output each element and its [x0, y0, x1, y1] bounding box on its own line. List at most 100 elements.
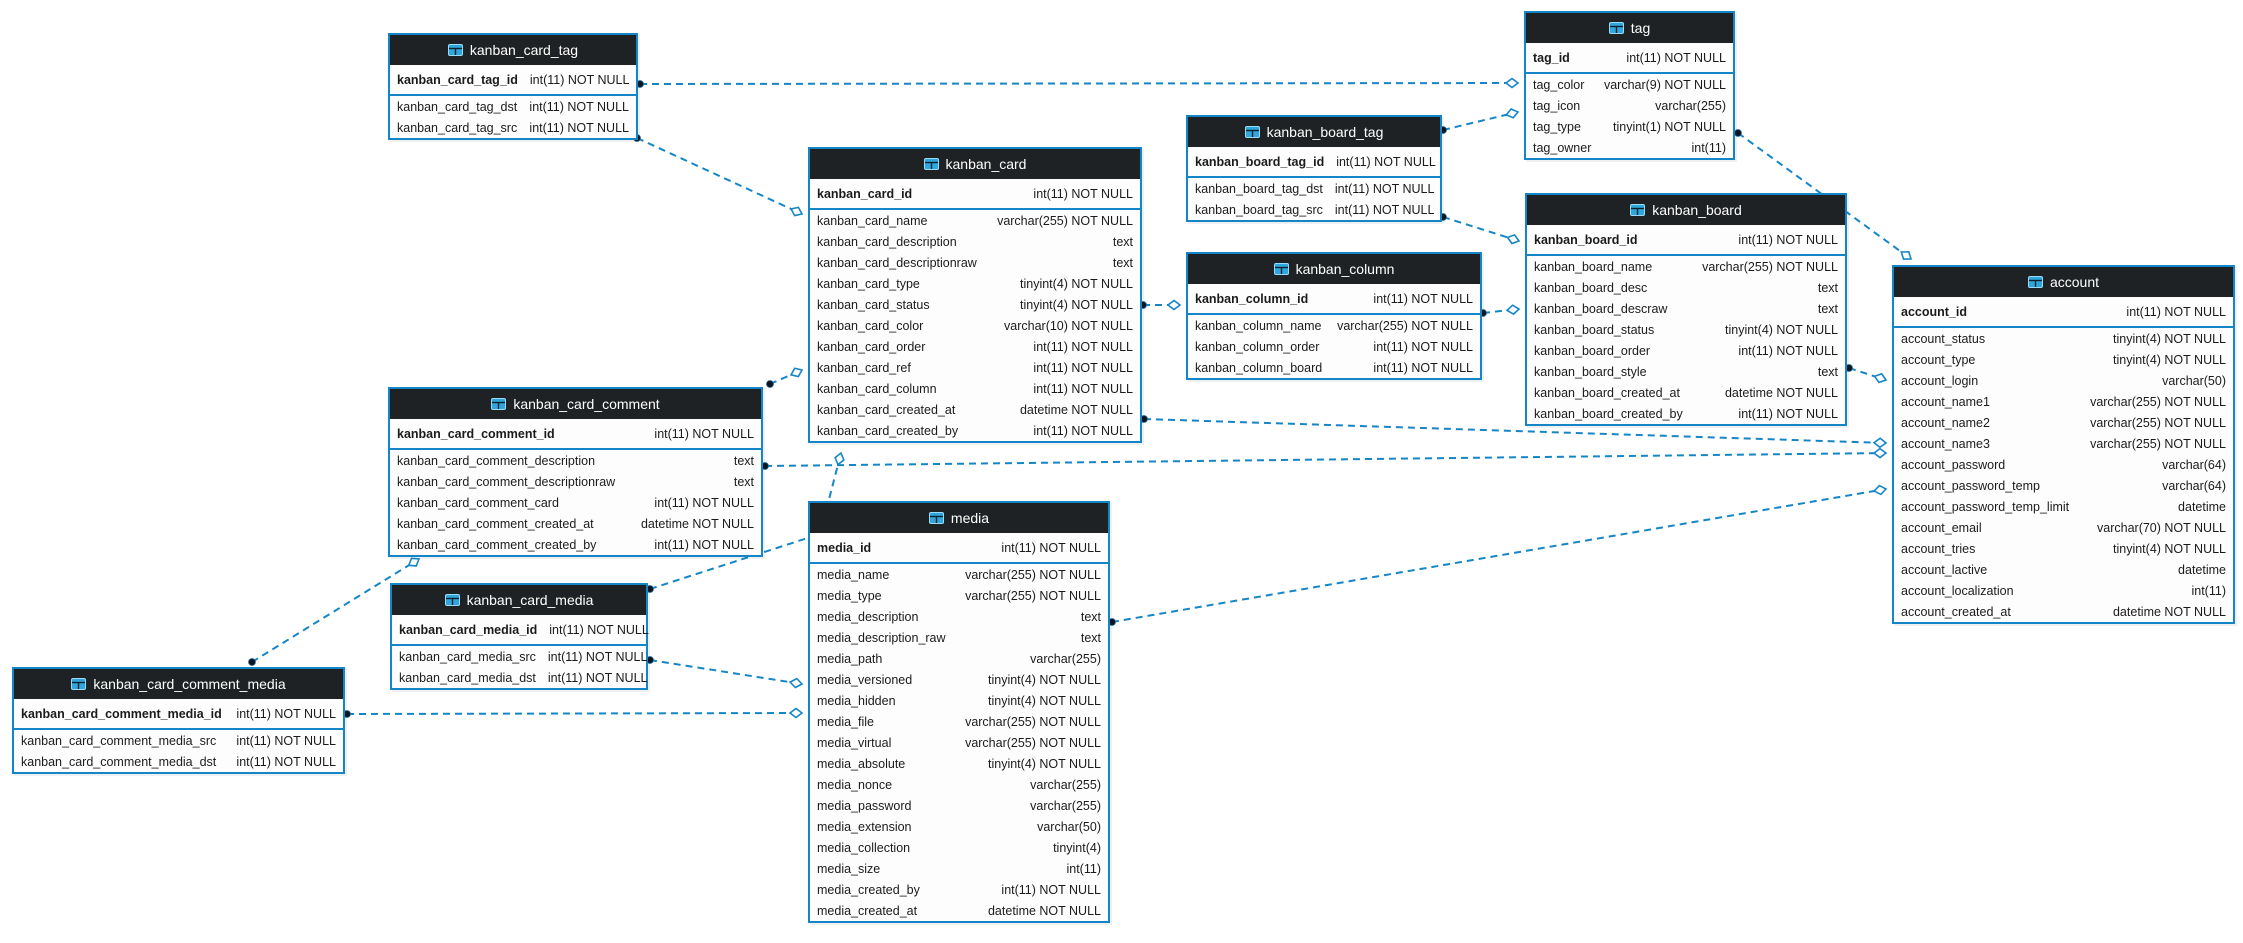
column-type: varchar(255) NOT NULL: [965, 567, 1101, 582]
column-type: int(11) NOT NULL: [1001, 882, 1101, 897]
table-header[interactable]: kanban_card_tag: [390, 35, 636, 65]
table-header[interactable]: kanban_board: [1527, 195, 1845, 225]
relation-target-diamond: [1504, 77, 1520, 89]
pk-row-kanban_column_id: kanban_column_id int(11) NOT NULL: [1188, 284, 1480, 315]
column-type: int(11) NOT NULL: [236, 754, 336, 769]
relation-kanban_card_comment-to-account[interactable]: [764, 452, 1887, 467]
column-name: kanban_card_media_src: [399, 649, 536, 664]
relation-kanban_card_tag-to-kanban_card[interactable]: [636, 137, 803, 215]
relation-kanban_card_media-to-kanban_card[interactable]: [649, 452, 842, 590]
relation-media-to-account[interactable]: [1111, 488, 1887, 623]
table-header[interactable]: media: [810, 503, 1108, 533]
table-header[interactable]: kanban_card_comment_media: [14, 669, 343, 699]
table-kanban_card_comment[interactable]: kanban_card_comment kanban_card_comment_…: [388, 387, 763, 557]
table-header[interactable]: tag: [1526, 13, 1733, 43]
column-name: kanban_column_board: [1195, 360, 1323, 375]
column-type: int(11): [1691, 140, 1726, 155]
relation-kanban_card_comment_media-to-kanban_card_comment[interactable]: [251, 558, 420, 663]
column-name: account_password: [1901, 457, 2006, 472]
column-name: kanban_card_status: [817, 297, 930, 312]
column-name: media_created_by: [817, 882, 920, 897]
column-type: int(11) NOT NULL: [1334, 202, 1435, 217]
column-type: tinyint(4) NOT NULL: [988, 756, 1101, 771]
column-type: int(11) NOT NULL: [1033, 423, 1133, 438]
column-name: media_collection: [817, 840, 911, 855]
column-type: int(11) NOT NULL: [1334, 181, 1435, 196]
column-name: kanban_card_comment_description: [397, 453, 596, 468]
table-title: kanban_card_comment_media: [93, 676, 286, 692]
column-type: int(11) NOT NULL: [1373, 291, 1473, 306]
table-kanban_card_comment_media[interactable]: kanban_card_comment_media kanban_card_co…: [12, 667, 345, 774]
column-type: int(11) NOT NULL: [1738, 406, 1838, 421]
column-name: media_created_at: [817, 903, 918, 918]
column-type: int(11): [1066, 861, 1101, 876]
column-name: account_name1: [1901, 394, 1990, 409]
relation-target-diamond: [1873, 372, 1888, 384]
column-type: varchar(255) NOT NULL: [2090, 436, 2226, 451]
table-kanban_column[interactable]: kanban_column kanban_column_id int(11) NO…: [1186, 252, 1482, 380]
column-type: datetime NOT NULL: [640, 516, 754, 531]
column-name: kanban_column_id: [1195, 291, 1309, 306]
column-name: media_file: [817, 714, 874, 729]
table-header[interactable]: kanban_card: [810, 149, 1140, 179]
relation-kanban_board-to-account[interactable]: [1848, 367, 1887, 381]
relation-kanban_card_media-to-media[interactable]: [649, 659, 803, 685]
table-header[interactable]: kanban_card_media: [392, 585, 646, 615]
table-header[interactable]: kanban_board_tag: [1188, 117, 1440, 147]
table-header[interactable]: account: [1894, 267, 2233, 297]
column-name: account_localization: [1901, 583, 2014, 598]
column-name: kanban_card_color: [817, 318, 924, 333]
table-header[interactable]: kanban_card_comment: [390, 389, 761, 419]
table-grid-icon: [71, 678, 87, 690]
relation-kanban_card_comment_media-to-media[interactable]: [346, 712, 803, 715]
relation-source-dot: [766, 380, 774, 388]
column-type: text: [1112, 255, 1133, 270]
column-name: kanban_card_ref: [817, 360, 911, 375]
column-type: tinyint(4) NOT NULL: [988, 693, 1101, 708]
relation-kanban_card_tag-to-tag[interactable]: [639, 82, 1519, 85]
table-title: account: [2049, 274, 2100, 290]
column-type: int(11) NOT NULL: [654, 426, 754, 441]
relation-target-diamond: [788, 677, 804, 689]
column-name: kanban_card_comment_media_dst: [21, 754, 217, 769]
column-type: datetime: [2178, 562, 2226, 577]
relation-target-diamond: [1900, 251, 1913, 260]
table-header[interactable]: kanban_column: [1188, 254, 1480, 284]
column-name: tag_color: [1533, 77, 1585, 92]
relation-target-diamond: [788, 707, 804, 719]
relation-kanban_card-to-account[interactable]: [1143, 418, 1887, 444]
column-type: int(11) NOT NULL: [529, 120, 629, 135]
column-type: int(11) NOT NULL: [549, 622, 649, 637]
table-title: kanban_board: [1652, 202, 1742, 218]
column-name: account_name3: [1901, 436, 1990, 451]
column-type: varchar(10) NOT NULL: [1004, 318, 1133, 333]
column-type: varchar(255): [1655, 98, 1726, 113]
table-title: kanban_card_comment: [513, 396, 660, 412]
